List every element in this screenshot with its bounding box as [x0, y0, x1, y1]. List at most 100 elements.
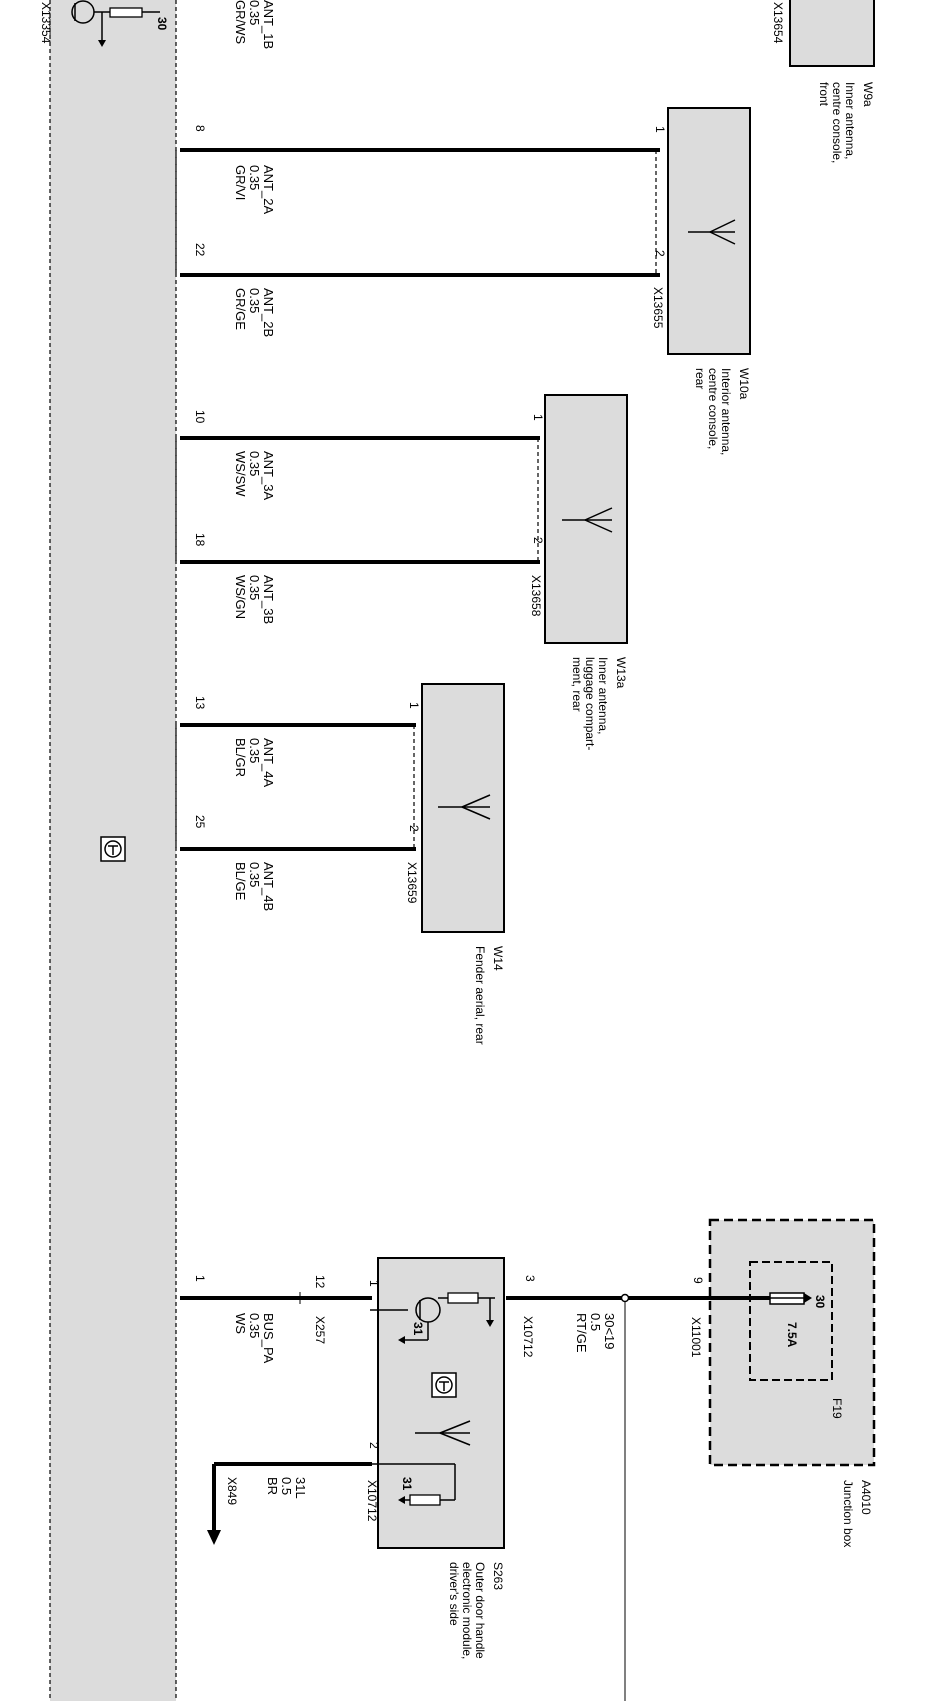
w10a-id: W10a: [737, 368, 751, 400]
ground-wire-size: 0.5: [279, 1477, 294, 1495]
w9a-desc-line1: Inner antenna,: [843, 82, 857, 159]
ant3b-name: ANT_3B: [261, 575, 276, 624]
supply-wire-name: 30<19: [602, 1313, 617, 1350]
w9a-desc-line2: centre console,: [830, 82, 844, 163]
w10a-desc-line2: centre console,: [706, 368, 720, 449]
ant3a-color: WS/SW: [233, 451, 248, 497]
ant2b-color: GR/GE: [233, 288, 248, 330]
w13a-connector-label: X13658: [529, 575, 543, 617]
transistor-icon: [370, 1292, 495, 1344]
ant2a-color: GR/VI: [233, 165, 248, 200]
a4010-connector-label: X11001: [689, 1317, 703, 1358]
w14-pin2: 2: [407, 825, 421, 832]
s263-pin1: 1: [367, 1280, 381, 1287]
ground-wire-color: BR: [265, 1477, 280, 1495]
s263-desc-line3: driver's side: [447, 1562, 461, 1626]
wire-ant2a: 8 ANT_2A 0.35 GR/VI: [175, 125, 660, 275]
w10a-antenna: 1 2 X13655 W10a Interior antenna, centre…: [651, 107, 751, 455]
wire-ant3b: 18 ANT_3B 0.35 WS/GN: [180, 533, 540, 624]
wire-ant3a: 10 ANT_3A 0.35 WS/SW: [175, 410, 540, 562]
ant4b-size: 0.35: [247, 862, 262, 887]
bus-wire-size: 0.35: [247, 1313, 262, 1338]
s263-desc-line2: electronic module,: [460, 1562, 474, 1659]
wire-ant4a: 13 ANT_4A 0.35 BL/GR: [175, 696, 416, 849]
ant4a-name: ANT_4A: [261, 738, 276, 787]
ant3b-color: WS/GN: [233, 575, 248, 619]
bus-x257-pin: 12: [313, 1275, 327, 1289]
ground-wire-name: 31L: [293, 1477, 308, 1499]
supply-wire-color: RT/GE: [574, 1313, 589, 1353]
ant4a-color: BL/GR: [233, 738, 248, 777]
fuse-terminal-30: 30: [813, 1295, 827, 1309]
ant2b-name: ANT_2B: [261, 288, 276, 337]
w9a-antenna: X13654 W9a Inner antenna, centre console…: [771, 0, 875, 163]
wire-supply-30-19: 30<19 0.5 RT/GE: [506, 1293, 770, 1701]
w14-desc-line1: Fender aerial, rear: [473, 946, 487, 1045]
antenna-icon: [415, 1420, 471, 1446]
ant4a-size: 0.35: [247, 738, 262, 763]
ant2a-name: ANT_2A: [261, 165, 276, 214]
w9a-connector-label: X13654: [771, 2, 785, 44]
s263-door-handle-module: 31 31 3 X10712 1 2 X10712 S263 Outer doo: [365, 1257, 537, 1659]
s263-connector-label-2: X10712: [365, 1480, 379, 1522]
a4010-pin-9: 9: [691, 1277, 705, 1284]
fuse-id: F19: [830, 1398, 844, 1419]
wire-ant2b: 22 ANT_2B 0.35 GR/GE: [180, 243, 660, 337]
w10a-desc-line3: rear: [693, 368, 707, 389]
w13a-id: W13a: [614, 657, 628, 689]
immobilizer-symbol-icon: [100, 836, 126, 862]
bus-wire-color: WS: [233, 1313, 248, 1334]
ground-connector-label: X849: [225, 1477, 239, 1505]
module-terminal-30: 30: [155, 17, 169, 31]
fuse-rating: 7.5A: [785, 1322, 799, 1348]
module-connector-label: X13354: [39, 2, 53, 44]
ant4b-name: ANT_4B: [261, 862, 276, 911]
w13a-desc-line3: ment, rear: [570, 657, 584, 712]
w9a-desc-line3: front: [817, 82, 831, 107]
w10a-pin1: 1: [653, 126, 667, 133]
ant4b-color: BL/GE: [233, 862, 248, 901]
w14-antenna: 1 2 X13659 W14 Fender aerial, rear: [405, 683, 505, 1045]
supply-wire-size: 0.5: [588, 1313, 603, 1331]
w10a-pin2: 2: [653, 250, 667, 257]
transistor-symbol: [71, 0, 160, 47]
s263-connector-label: X10712: [521, 1316, 535, 1358]
ant3a-size: 0.35: [247, 451, 262, 476]
ant3b-size: 0.35: [247, 575, 262, 600]
w14-id: W14: [491, 946, 505, 971]
control-module: X13354 30: [39, 0, 177, 1701]
w13a-desc-line1: Inner antenna,: [596, 657, 610, 734]
s263-id: S263: [491, 1562, 505, 1590]
w14-connector-label: X13659: [405, 862, 419, 904]
w10a-connector-label: X13655: [651, 287, 665, 329]
immobilizer-symbol-icon: [431, 1372, 457, 1398]
wire-ground-31l: X849 31L 0.5 BR: [207, 1462, 372, 1545]
resistor-icon: [370, 1463, 456, 1506]
ant1b-color: GR/WS: [233, 0, 248, 44]
w14-pin1: 1: [407, 702, 421, 709]
ant2a-module-pin: 8: [193, 125, 207, 132]
w13a-desc-line2: luggage compart-: [583, 657, 597, 750]
ant3a-module-pin: 10: [193, 410, 207, 424]
w10a-desc-line1: Interior antenna,: [719, 368, 733, 455]
ant2b-module-pin: 22: [193, 243, 207, 257]
wire-ant4b: 25 ANT_4B 0.35 BL/GE: [180, 815, 416, 911]
antenna-icon: [562, 507, 613, 533]
ant4a-module-pin: 13: [193, 696, 207, 710]
ant2b-size: 0.35: [247, 288, 262, 313]
a4010-id: A4010: [859, 1480, 873, 1515]
w13a-pin2: 2: [531, 537, 545, 544]
s263-pin2: 2: [367, 1442, 381, 1449]
a4010-desc: Junction box: [841, 1480, 855, 1547]
s263-ground-terminal-31b: 31: [400, 1477, 414, 1491]
ant2a-size: 0.35: [247, 165, 262, 190]
antenna-icon: [688, 219, 736, 245]
bus-x257-label: X257: [313, 1316, 327, 1344]
s263-ground-terminal-31a: 31: [411, 1322, 425, 1336]
w13a-antenna: 1 2 X13658 W13a Inner antenna, luggage c…: [529, 394, 628, 750]
w13a-pin1: 1: [531, 414, 545, 421]
wire-bus-pa: 1 12 X257 BUS_PA 0.35 WS: [180, 1275, 372, 1364]
ant1b-size: 0.35: [247, 0, 262, 25]
antenna-icon: [438, 794, 491, 820]
